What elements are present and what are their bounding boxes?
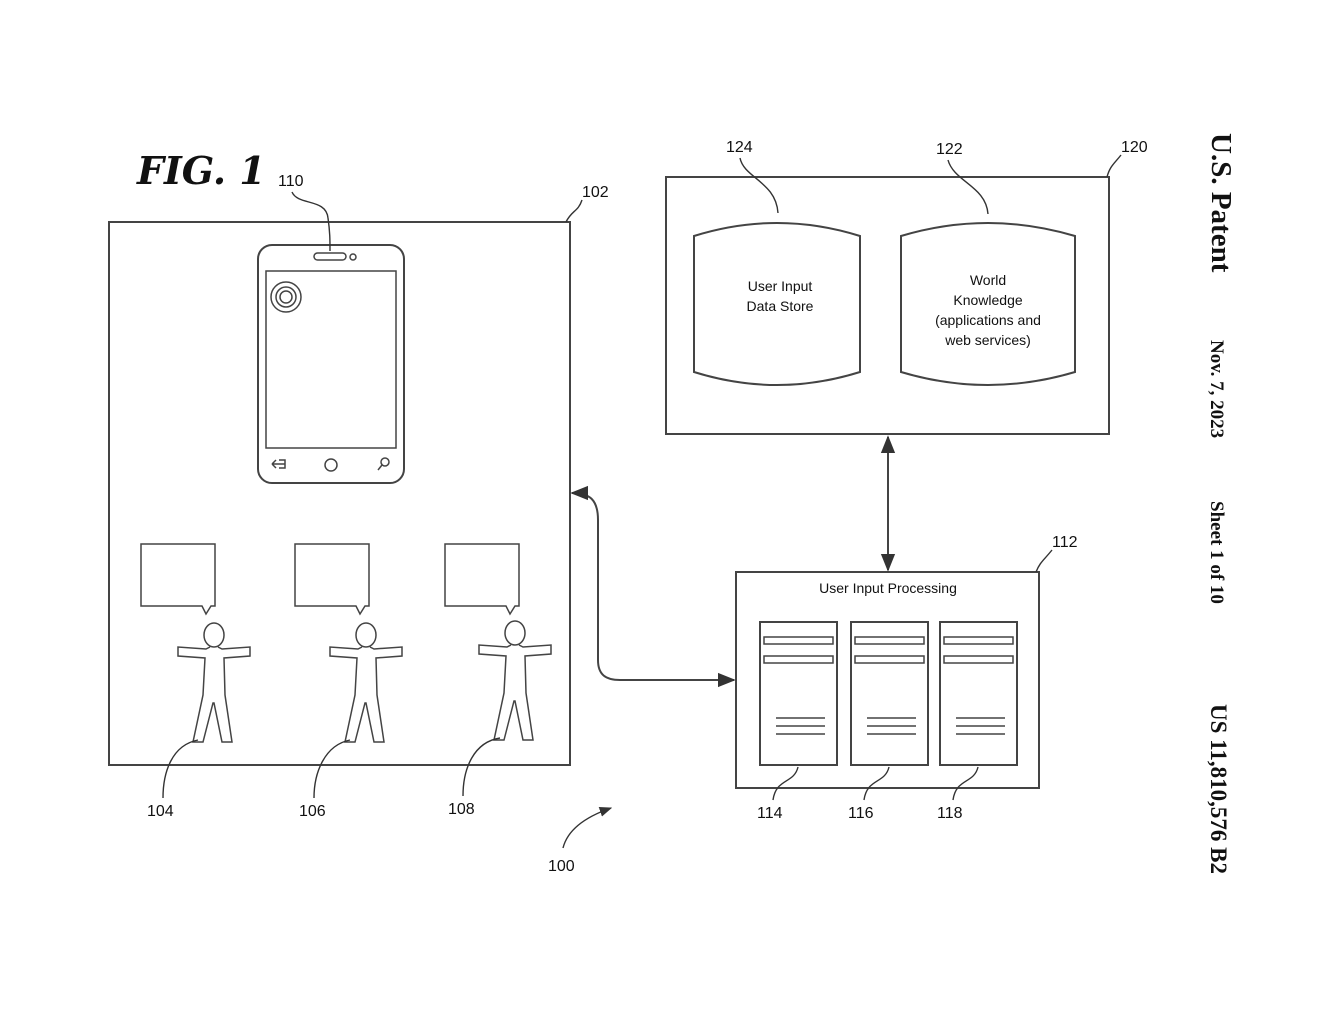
smartphone: 110 [257,173,405,484]
user-108-ref: 108 [448,801,475,818]
header-patent-number: US 11,810,576 B2 [1206,704,1231,874]
processing-ref: 112 [1052,534,1078,551]
user-108: 108 [444,543,552,818]
store-122-line-1: World [970,272,1006,288]
user-104: 104 [140,543,251,820]
store-124-line-1: User Input [748,278,813,294]
connector-environment-processing [570,485,736,688]
store-124-ref: 124 [726,139,753,156]
server-114-ref: 114 [757,805,783,822]
server-116: 116 [848,621,929,822]
store-122-line-2: Knowledge [953,292,1022,308]
user-104-ref: 104 [147,803,174,820]
world-knowledge-store: World Knowledge (applications and web se… [900,141,1076,386]
header-publisher: U.S. Patent [1205,133,1237,273]
storage-ref: 120 [1121,139,1148,156]
store-122-line-4: web services) [944,332,1031,348]
environment-ref: 102 [582,184,609,201]
device-ref: 110 [278,173,304,190]
server-118: 118 [937,621,1018,822]
home-icon [324,458,338,472]
back-icon [271,459,286,469]
camera-icon [270,281,302,313]
search-icon [377,457,390,471]
system-ref: 100 [548,806,613,875]
figure-title: FIG. 1 [136,148,266,193]
store-122-line-3: (applications and [935,312,1041,328]
user-input-data-store: User Input Data Store 124 [693,139,861,386]
server-114: 114 [757,621,838,822]
server-118-ref: 118 [937,805,963,822]
patent-header: U.S. Patent Nov. 7, 2023 Sheet 1 of 10 U… [1205,133,1237,874]
store-124-line-2: Data Store [747,298,814,314]
processing-title: User Input Processing [819,580,957,596]
store-122-ref: 122 [936,141,963,158]
header-date: Nov. 7, 2023 [1206,340,1227,438]
header-sheet: Sheet 1 of 10 [1206,501,1227,604]
user-106-ref: 106 [299,803,326,820]
system-ref-label: 100 [548,858,575,875]
server-116-ref: 116 [848,805,874,822]
user-106: 106 [294,543,403,820]
